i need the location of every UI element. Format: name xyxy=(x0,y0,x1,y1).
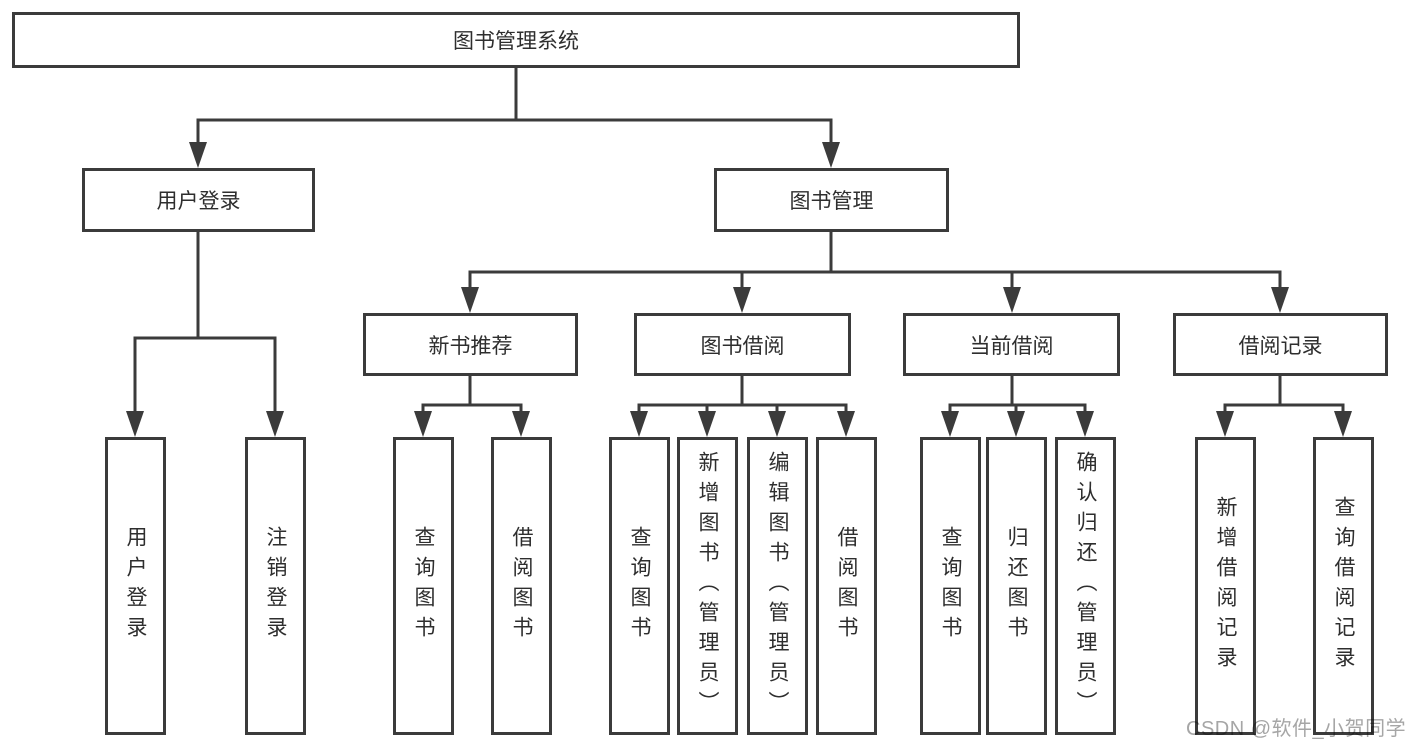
leaf-label: 注销登录 xyxy=(264,526,287,646)
leaf-records-add-record: 新增借阅记录 xyxy=(1195,437,1256,735)
csdn-watermark: CSDN @软件_小贺同学 xyxy=(1186,718,1405,740)
leaf-label: 新增借阅记录 xyxy=(1214,496,1237,676)
node-label: 当前借阅 xyxy=(969,334,1054,358)
leaf-recommend-borrow-books: 借阅图书 xyxy=(491,437,552,735)
leaf-label: 用户登录 xyxy=(124,526,147,646)
leaf-label: 新增图书（管理员） xyxy=(696,451,719,721)
node-label: 图书管理 xyxy=(789,190,874,213)
leaf-label: 查询借阅记录 xyxy=(1332,496,1355,676)
leaf-current-return-books: 归还图书 xyxy=(986,437,1047,735)
leaf-label: 编辑图书（管理员） xyxy=(766,451,789,721)
leaf-label: 借阅图书 xyxy=(510,526,533,646)
leaf-current-confirm-return-admin: 确认归还（管理员） xyxy=(1055,437,1116,735)
leaf-records-query-record: 查询借阅记录 xyxy=(1313,437,1374,735)
leaf-logout: 注销登录 xyxy=(245,437,306,735)
node-user-login: 用户登录 xyxy=(82,168,315,232)
leaf-borrowing-edit-books-admin: 编辑图书（管理员） xyxy=(747,437,808,735)
leaf-user-login: 用户登录 xyxy=(105,437,166,735)
leaf-recommend-query-books: 查询图书 xyxy=(393,437,454,735)
leaf-current-query-books: 查询图书 xyxy=(920,437,981,735)
leaf-borrowing-borrow-books: 借阅图书 xyxy=(816,437,877,735)
node-book-management: 图书管理 xyxy=(714,168,949,232)
node-new-book-recommend: 新书推荐 xyxy=(363,313,578,376)
node-library-management-system: 图书管理系统 xyxy=(12,12,1020,68)
leaf-label: 归还图书 xyxy=(1005,526,1028,646)
node-label: 图书借阅 xyxy=(700,334,785,358)
node-label: 借阅记录 xyxy=(1238,334,1323,358)
node-label: 图书管理系统 xyxy=(453,30,579,53)
leaf-label: 借阅图书 xyxy=(835,526,858,646)
leaf-borrowing-add-books-admin: 新增图书（管理员） xyxy=(677,437,738,735)
node-label: 新书推荐 xyxy=(428,334,513,358)
connector-lines xyxy=(133,68,1345,415)
leaf-label: 确认归还（管理员） xyxy=(1074,451,1097,721)
node-book-borrowing: 图书借阅 xyxy=(634,313,851,376)
node-label: 用户登录 xyxy=(156,190,241,213)
leaf-label: 查询图书 xyxy=(939,526,962,646)
node-current-borrowing: 当前借阅 xyxy=(903,313,1120,376)
leaf-label: 查询图书 xyxy=(628,526,651,646)
node-borrow-records: 借阅记录 xyxy=(1173,313,1388,376)
leaf-label: 查询图书 xyxy=(412,526,435,646)
leaf-borrowing-query-books: 查询图书 xyxy=(609,437,670,735)
